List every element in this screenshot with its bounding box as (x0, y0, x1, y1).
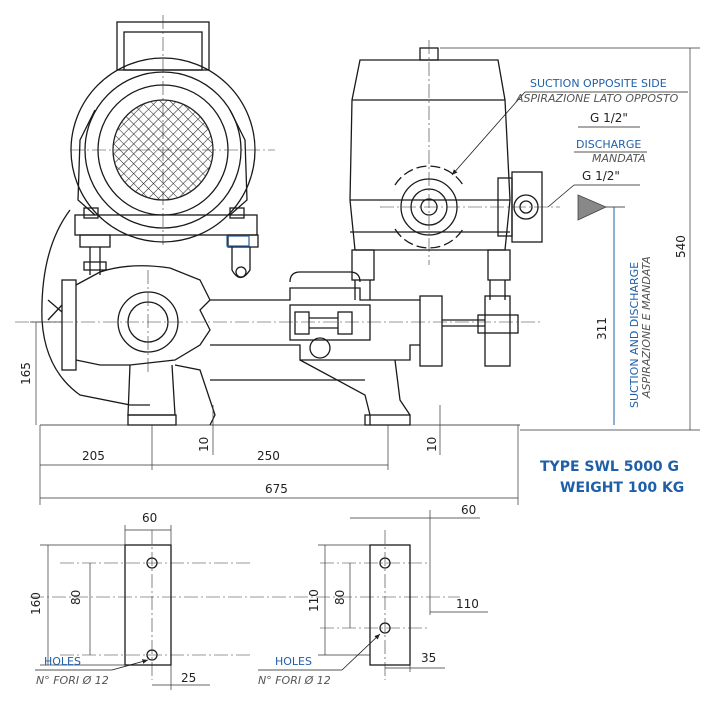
gearbox (349, 40, 560, 367)
vertical-label: SUCTION AND DISCHARGE (628, 262, 641, 408)
discharge-thread: G 1/2" (582, 169, 620, 183)
holes-left-label: HOLES (44, 655, 81, 668)
suction-thread: G 1/2" (590, 111, 628, 125)
foot-plate-right: 60 110 80 110 35 HOLES N° FORI Ø 12 (258, 503, 488, 687)
dim-60-right: 60 (461, 503, 476, 517)
holes-left-label-it: N° FORI Ø 12 (36, 674, 109, 687)
dim-25: 25 (181, 671, 196, 685)
dim-165: 165 (19, 362, 33, 385)
dim-165-line: 165 (19, 321, 62, 425)
foot-plate-left: 60 160 80 25 HOLES N° FORI Ø 12 (29, 511, 460, 690)
dim-10-b: 10 (425, 437, 439, 452)
dim-205: 205 (82, 449, 105, 463)
dim-250: 250 (257, 449, 280, 463)
discharge-label-it: MANDATA (592, 152, 646, 165)
discharge-callout: DISCHARGE MANDATA G 1/2" (547, 138, 647, 221)
pump-housing (15, 209, 540, 426)
dim-160: 160 (29, 592, 43, 615)
dim-110-vertical: 110 (307, 589, 321, 612)
discharge-label: DISCHARGE (576, 138, 641, 151)
dim-10-markers: 10 10 (197, 405, 441, 455)
dim-311: 311 (595, 317, 609, 340)
suction-label-it: ASPIRAZIONE LATO OPPOSTO (515, 92, 679, 105)
holes-right-label: HOLES (275, 655, 312, 668)
suction-callout: SUCTION OPPOSITE SIDE ASPIRAZIONE LATO O… (451, 77, 688, 176)
dim-110-horizontal: 110 (456, 597, 479, 611)
dim-540: 540 (674, 235, 688, 258)
vertical-label-it: ASPIRAZIONE E MANDATA (640, 256, 653, 399)
dim-35: 35 (421, 651, 436, 665)
dim-60-left: 60 (142, 511, 157, 525)
dim-540-line: 540 (440, 47, 700, 431)
suction-label: SUCTION OPPOSITE SIDE (530, 77, 667, 90)
horizontal-dims: 205 250 675 (39, 425, 519, 505)
dim-80-right: 80 (333, 590, 347, 605)
holes-right-label-it: N° FORI Ø 12 (258, 674, 331, 687)
discharge-arrow-icon (577, 194, 607, 221)
dim-10-a: 10 (197, 437, 211, 452)
weight-title: WEIGHT 100 KG (560, 480, 684, 496)
dim-80-left: 80 (69, 590, 83, 605)
base-frame (40, 359, 520, 426)
motor-bracket (74, 207, 259, 279)
vertical-suction-discharge-dim: 311 SUCTION AND DISCHARGE ASPIRAZIONE E … (595, 207, 653, 425)
type-title: TYPE SWL 5000 G (540, 459, 679, 475)
connecting-rod (210, 271, 420, 361)
dim-675: 675 (265, 482, 288, 496)
